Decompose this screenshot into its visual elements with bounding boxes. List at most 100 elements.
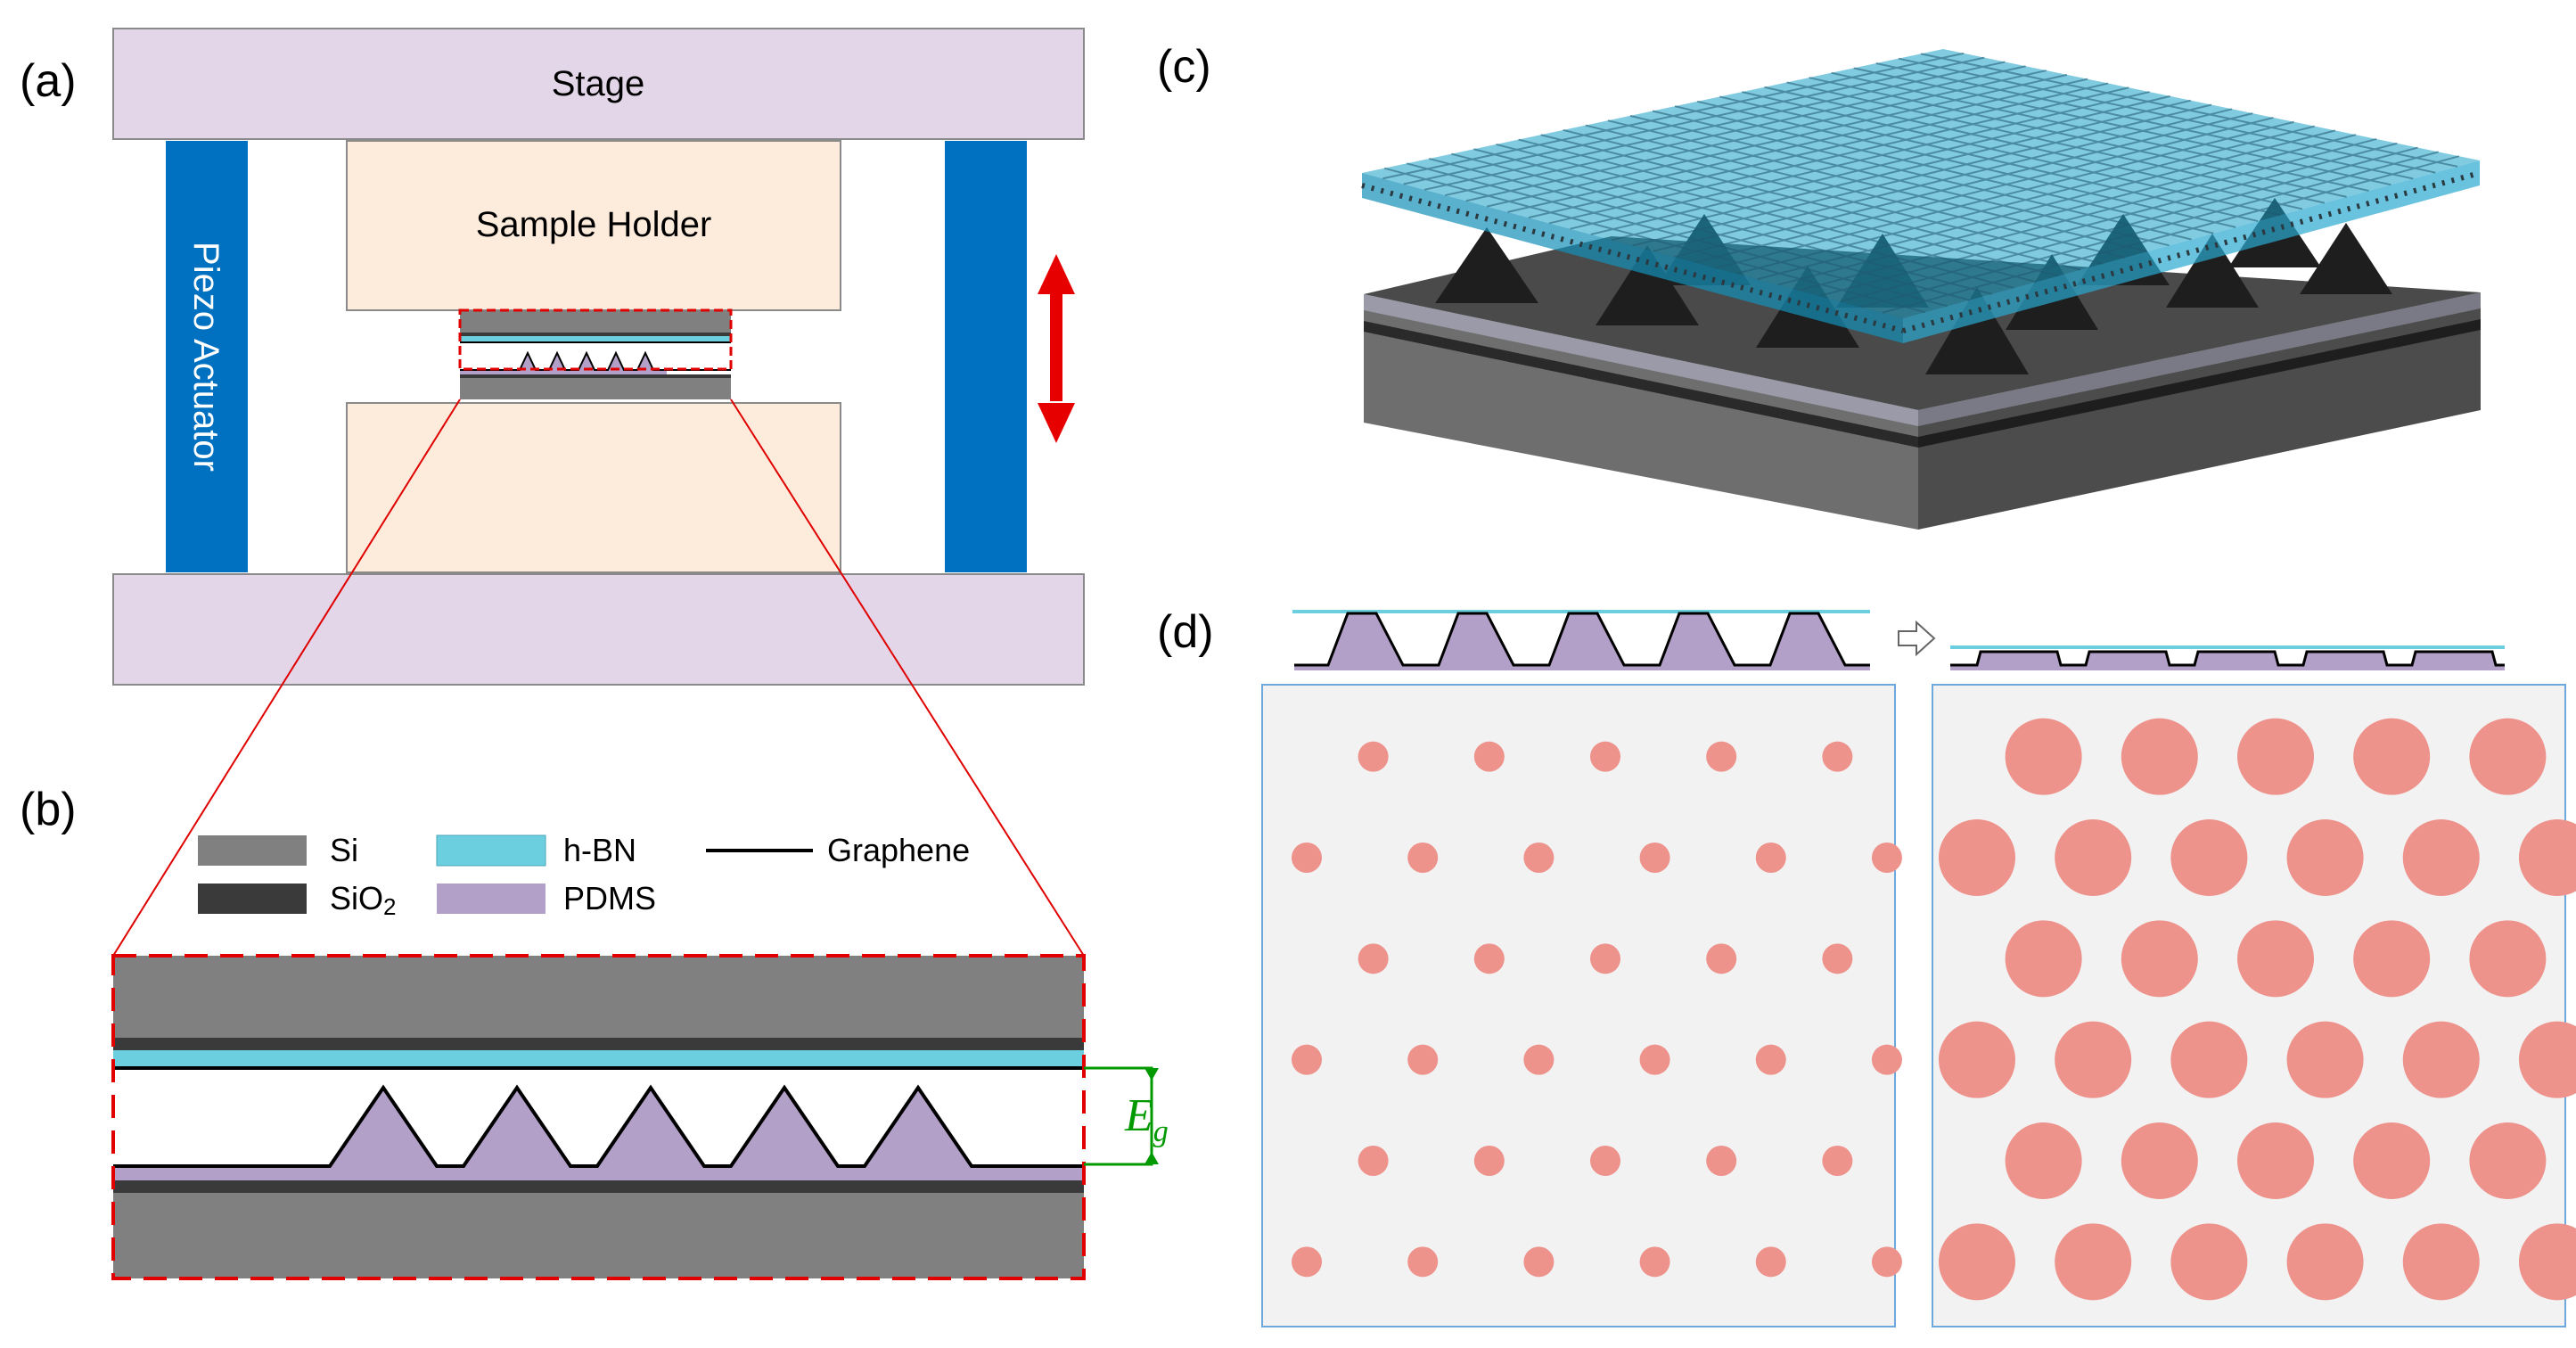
graphene-edge-right bbox=[1902, 170, 2481, 333]
mini-sio2-bottom bbox=[460, 374, 731, 378]
contact-dot bbox=[2353, 718, 2431, 795]
panel-label-b: (b) bbox=[20, 784, 77, 835]
lattice-line bbox=[1674, 105, 2214, 234]
hbn-slab-right-edge bbox=[1903, 160, 2480, 343]
legend-swatch-sio2 bbox=[198, 884, 307, 914]
contact-dot bbox=[1590, 943, 1620, 974]
mini-hbn bbox=[460, 336, 731, 341]
graphene-profile-before bbox=[1294, 612, 1870, 667]
lattice-line bbox=[1777, 134, 2357, 286]
double-arrow-icon bbox=[1038, 254, 1075, 443]
contact-dot bbox=[2469, 920, 2547, 998]
substrate-left-rim bbox=[1364, 294, 1918, 426]
stage-bottom bbox=[112, 573, 1085, 686]
lattice-line bbox=[1853, 67, 2391, 186]
sio2-bottom-layer bbox=[113, 1180, 1084, 1193]
contact-dot bbox=[2170, 819, 2248, 896]
panel-label-c: (c) bbox=[1157, 41, 1211, 93]
contact-dot bbox=[2005, 920, 2082, 998]
contact-dot bbox=[2469, 1122, 2547, 1199]
contact-dot bbox=[2005, 1122, 2082, 1199]
hbn-graphene-slab bbox=[1361, 49, 2481, 343]
contact-dot bbox=[2055, 1021, 2132, 1098]
contact-map-before bbox=[1261, 684, 1896, 1327]
legend-label-si: Si bbox=[330, 832, 358, 868]
contact-dot bbox=[1407, 1246, 1439, 1278]
sample-holder-label: Sample Holder bbox=[476, 205, 712, 244]
contact-dot bbox=[1590, 1146, 1620, 1176]
sio2-top-layer bbox=[113, 1038, 1084, 1050]
gap-label: Eg bbox=[1124, 1090, 1169, 1148]
contact-dot bbox=[1473, 741, 1505, 772]
lattice-line bbox=[1920, 53, 2458, 168]
profile-after bbox=[1950, 645, 2505, 670]
contact-dot bbox=[1939, 819, 2015, 896]
graphene-bottom-line bbox=[113, 1084, 1084, 1168]
lattice-line bbox=[1799, 137, 2377, 292]
contact-dot bbox=[1706, 741, 1737, 772]
contact-dot bbox=[2121, 718, 2198, 795]
contact-dot bbox=[1473, 1146, 1505, 1176]
contact-dot bbox=[2353, 920, 2431, 998]
lattice-line bbox=[1694, 116, 2274, 264]
contact-dots-after bbox=[1939, 718, 2576, 1301]
profile-before bbox=[1292, 610, 1870, 670]
contact-dot bbox=[2353, 1122, 2431, 1199]
contact-dot bbox=[2170, 1021, 2248, 1098]
contact-dot bbox=[1755, 842, 1786, 873]
contact-dot bbox=[1939, 1223, 2015, 1301]
si-top-layer bbox=[113, 956, 1084, 1038]
contact-dot bbox=[1822, 1146, 1853, 1176]
lattice-line bbox=[1898, 57, 2436, 174]
lattice-line bbox=[1735, 125, 2316, 275]
contact-dot bbox=[1871, 1044, 1902, 1075]
graphene-lattice bbox=[1382, 52, 2460, 314]
stage-top bbox=[112, 28, 1085, 140]
contact-dot bbox=[2469, 718, 2547, 795]
cross-section bbox=[111, 954, 1086, 1280]
lattice-line bbox=[1653, 108, 2233, 252]
lattice-line bbox=[1809, 77, 2347, 198]
gap-bracket bbox=[1084, 1066, 1159, 1166]
contact-dot bbox=[1523, 1246, 1555, 1278]
lattice-line bbox=[1673, 112, 2253, 259]
si-bottom-layer bbox=[113, 1193, 1084, 1278]
lattice-line bbox=[1861, 151, 2439, 308]
mini-graphene-bottom bbox=[460, 350, 731, 371]
sample-holder-top bbox=[346, 140, 841, 311]
contact-dot bbox=[2170, 1223, 2248, 1301]
contact-dot bbox=[1755, 1246, 1786, 1278]
contact-dot bbox=[1822, 943, 1853, 974]
contact-dot bbox=[1523, 842, 1555, 873]
mini-sio2-top bbox=[460, 333, 731, 336]
contact-dot bbox=[1639, 1246, 1670, 1278]
contact-dot bbox=[1407, 1044, 1439, 1075]
zoom-line-left bbox=[112, 399, 461, 957]
contact-dot bbox=[1358, 741, 1389, 772]
substrate-right-rim bbox=[1918, 292, 2481, 426]
pdms-profile-after bbox=[1950, 652, 2505, 670]
contact-dot bbox=[1822, 741, 1853, 772]
mini-si-bottom bbox=[460, 378, 731, 399]
mini-sample-stack bbox=[458, 308, 733, 399]
lattice-line bbox=[1882, 155, 2460, 314]
contact-dot bbox=[2286, 819, 2364, 896]
sample-holder-bottom bbox=[346, 402, 841, 573]
contact-dot bbox=[2121, 1122, 2198, 1199]
lattice-line bbox=[1696, 100, 2236, 228]
panel-label-a: (a) bbox=[20, 55, 77, 107]
piezo-right bbox=[945, 141, 1027, 572]
lattice-line bbox=[1786, 81, 2326, 204]
piezo-left bbox=[166, 141, 248, 572]
lattice-line bbox=[1742, 91, 2281, 217]
stage-label: Stage bbox=[552, 64, 645, 103]
contact-dot bbox=[2518, 819, 2576, 896]
legend-label-hbn: h-BN bbox=[563, 832, 636, 868]
contact-dot bbox=[1292, 842, 1322, 873]
contact-dot bbox=[1473, 943, 1505, 974]
contact-dot bbox=[2286, 1021, 2364, 1098]
legend-swatch-si bbox=[198, 835, 307, 866]
lattice-line bbox=[1819, 142, 2398, 297]
lattice-line bbox=[1840, 146, 2418, 303]
